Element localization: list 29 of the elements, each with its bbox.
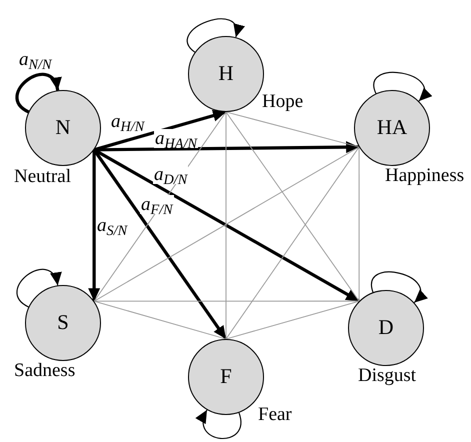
connector-line — [94, 300, 226, 340]
arrow — [371, 272, 427, 303]
arrow — [373, 72, 432, 102]
connector-line — [94, 300, 360, 302]
arrow — [88, 150, 100, 302]
connector-line — [226, 300, 360, 340]
arrow — [186, 18, 243, 53]
state-label: HA — [376, 114, 408, 142]
state-name: Fear — [258, 405, 292, 424]
connector-line — [226, 112, 360, 302]
state-label: S — [57, 309, 69, 336]
edge-label: a$_{HA/N}$ — [154, 129, 198, 148]
state-label: F — [220, 363, 232, 390]
state-name: Neutral — [14, 167, 71, 186]
state-name: Sadness — [14, 361, 76, 380]
state-label: D — [378, 314, 394, 342]
state-name: Happiness — [385, 166, 464, 185]
state-name: Hope — [262, 92, 304, 111]
edge-label: a$_{F/N}$ — [140, 195, 174, 214]
state-name: Disgust — [358, 366, 416, 385]
arrow — [196, 410, 242, 439]
edge-label: a$_{D/N}$ — [153, 165, 188, 184]
arrow — [16, 269, 60, 308]
arrow — [16, 73, 60, 114]
connector-line — [358, 146, 360, 302]
state-label: N — [55, 114, 71, 142]
connector-line — [226, 146, 360, 340]
state-label: H — [218, 60, 234, 88]
connector-line — [226, 112, 360, 148]
